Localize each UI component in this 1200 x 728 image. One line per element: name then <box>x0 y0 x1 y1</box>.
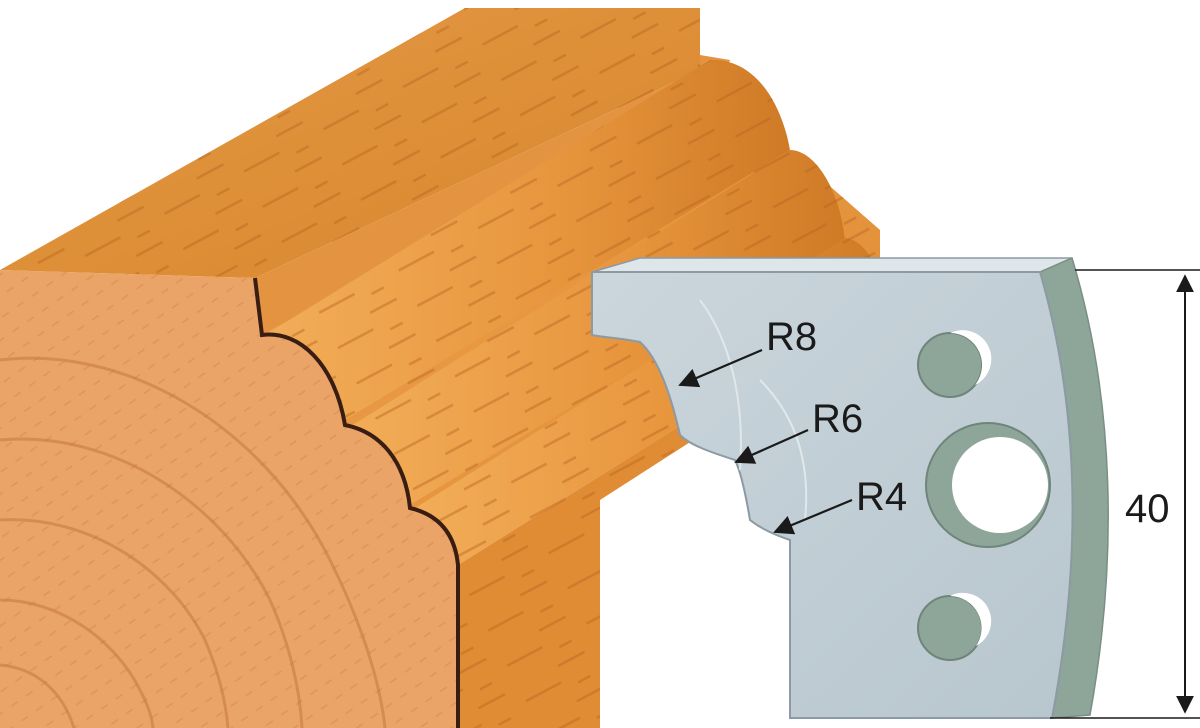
height-label: 40 <box>1125 487 1170 531</box>
r8-leader-arrow <box>678 348 763 388</box>
hole-bottom <box>917 592 992 661</box>
r8-label: R8 <box>766 315 817 359</box>
r6-leader-arrow <box>734 428 809 464</box>
knife-mounting-holes <box>917 330 1051 661</box>
height-dimension: 40 <box>1050 269 1200 719</box>
r4-leader-arrow <box>773 498 853 535</box>
hole-top <box>917 330 992 398</box>
wood-moulding <box>0 8 880 728</box>
radius-annotations: R8 R6 R4 <box>678 315 907 535</box>
r4-label: R4 <box>856 475 907 519</box>
cutter-knife <box>591 256 1109 719</box>
knife-reflections <box>699 299 808 521</box>
wood-profile-line <box>253 277 460 728</box>
wood-growth-rings <box>0 356 387 728</box>
hole-center <box>925 422 1051 548</box>
knife-top-bevel <box>591 257 1073 273</box>
r6-label: R6 <box>812 397 863 441</box>
